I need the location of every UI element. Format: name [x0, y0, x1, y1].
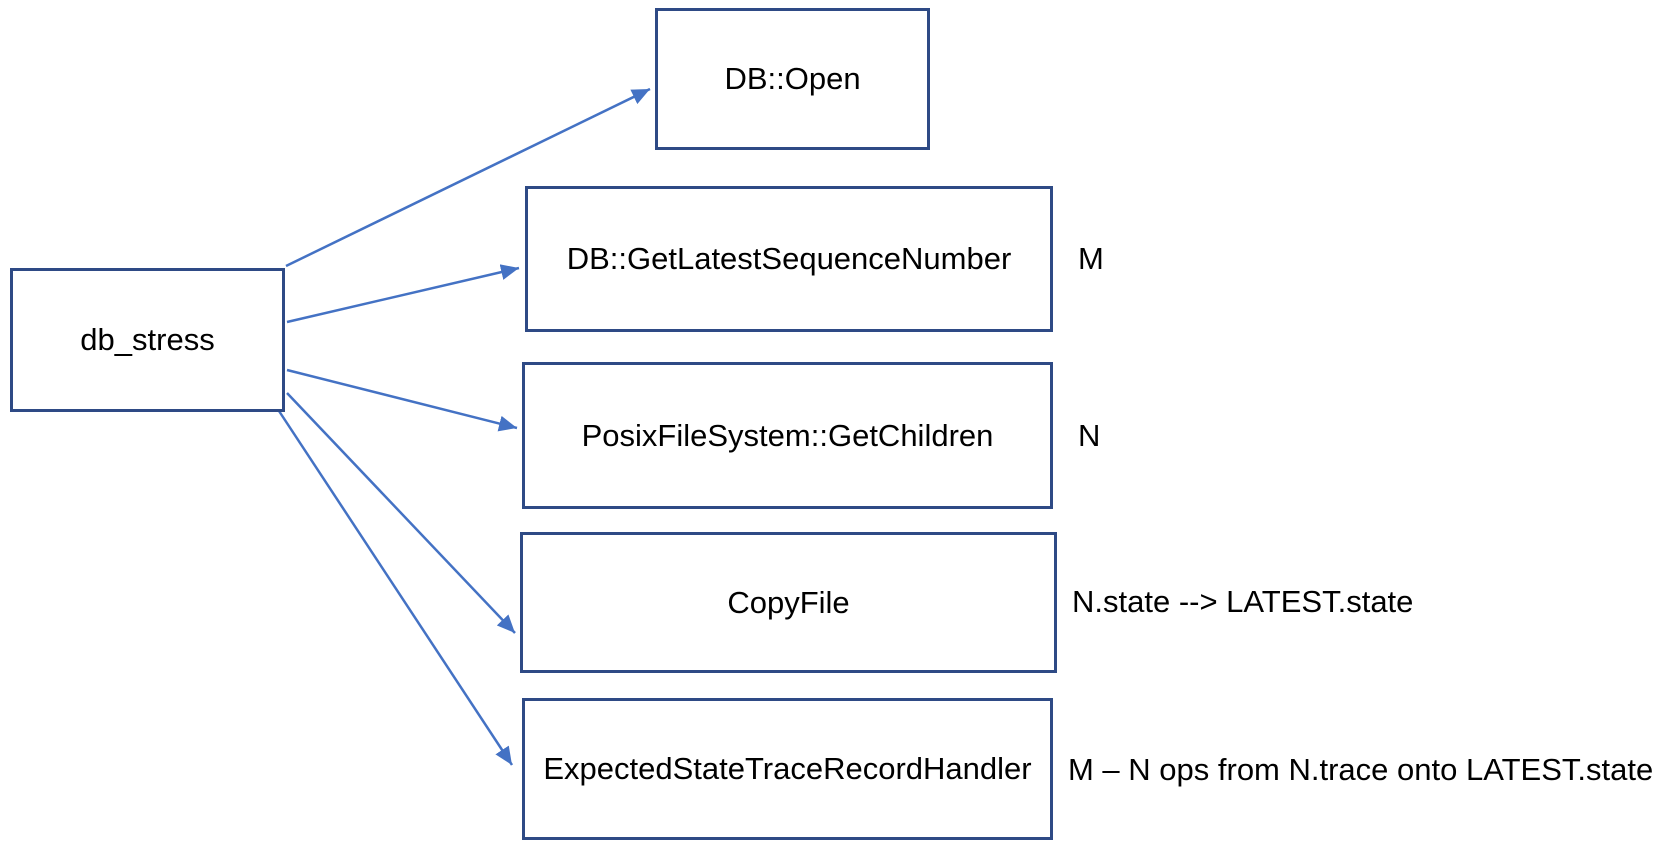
annotation-m-minus-n-ops: M – N ops from N.trace onto LATEST.state — [1068, 752, 1654, 787]
annotation-nstate-latest-state: N.state --> LATEST.state — [1072, 584, 1414, 619]
node-copyfile: CopyFile — [520, 532, 1057, 673]
annotation-n: N — [1078, 418, 1101, 453]
arrow-to-posixfilesystem-getchildren — [286, 368, 518, 432]
node-expectedstatetracerecordhandler: ExpectedStateTraceRecordHandler — [522, 698, 1053, 840]
node-db-getlatestsequencenumber: DB::GetLatestSequenceNumber — [525, 186, 1053, 332]
node-db-stress: db_stress — [10, 268, 285, 412]
arrow-to-db-open — [285, 87, 651, 268]
arrow-to-copyfile — [286, 392, 516, 634]
node-db-open-label: DB::Open — [724, 61, 861, 96]
annotation-m: M — [1078, 241, 1104, 276]
node-posixfilesystem-getchildren: PosixFileSystem::GetChildren — [522, 362, 1053, 509]
arrow-to-db-getlatestsequencenumber — [286, 264, 520, 324]
arrow-to-expectedstatetracerecordhandler — [277, 410, 514, 766]
node-copyfile-label: CopyFile — [727, 584, 850, 620]
node-posixfilesystem-getchildren-label: PosixFileSystem::GetChildren — [581, 417, 994, 453]
node-db-open: DB::Open — [655, 8, 930, 150]
node-db-getlatestsequencenumber-label: DB::GetLatestSequenceNumber — [566, 241, 1012, 276]
node-expectedstatetracerecordhandler-label: ExpectedStateTraceRecordHandler — [543, 751, 1032, 786]
node-db-stress-label: db_stress — [80, 322, 215, 357]
